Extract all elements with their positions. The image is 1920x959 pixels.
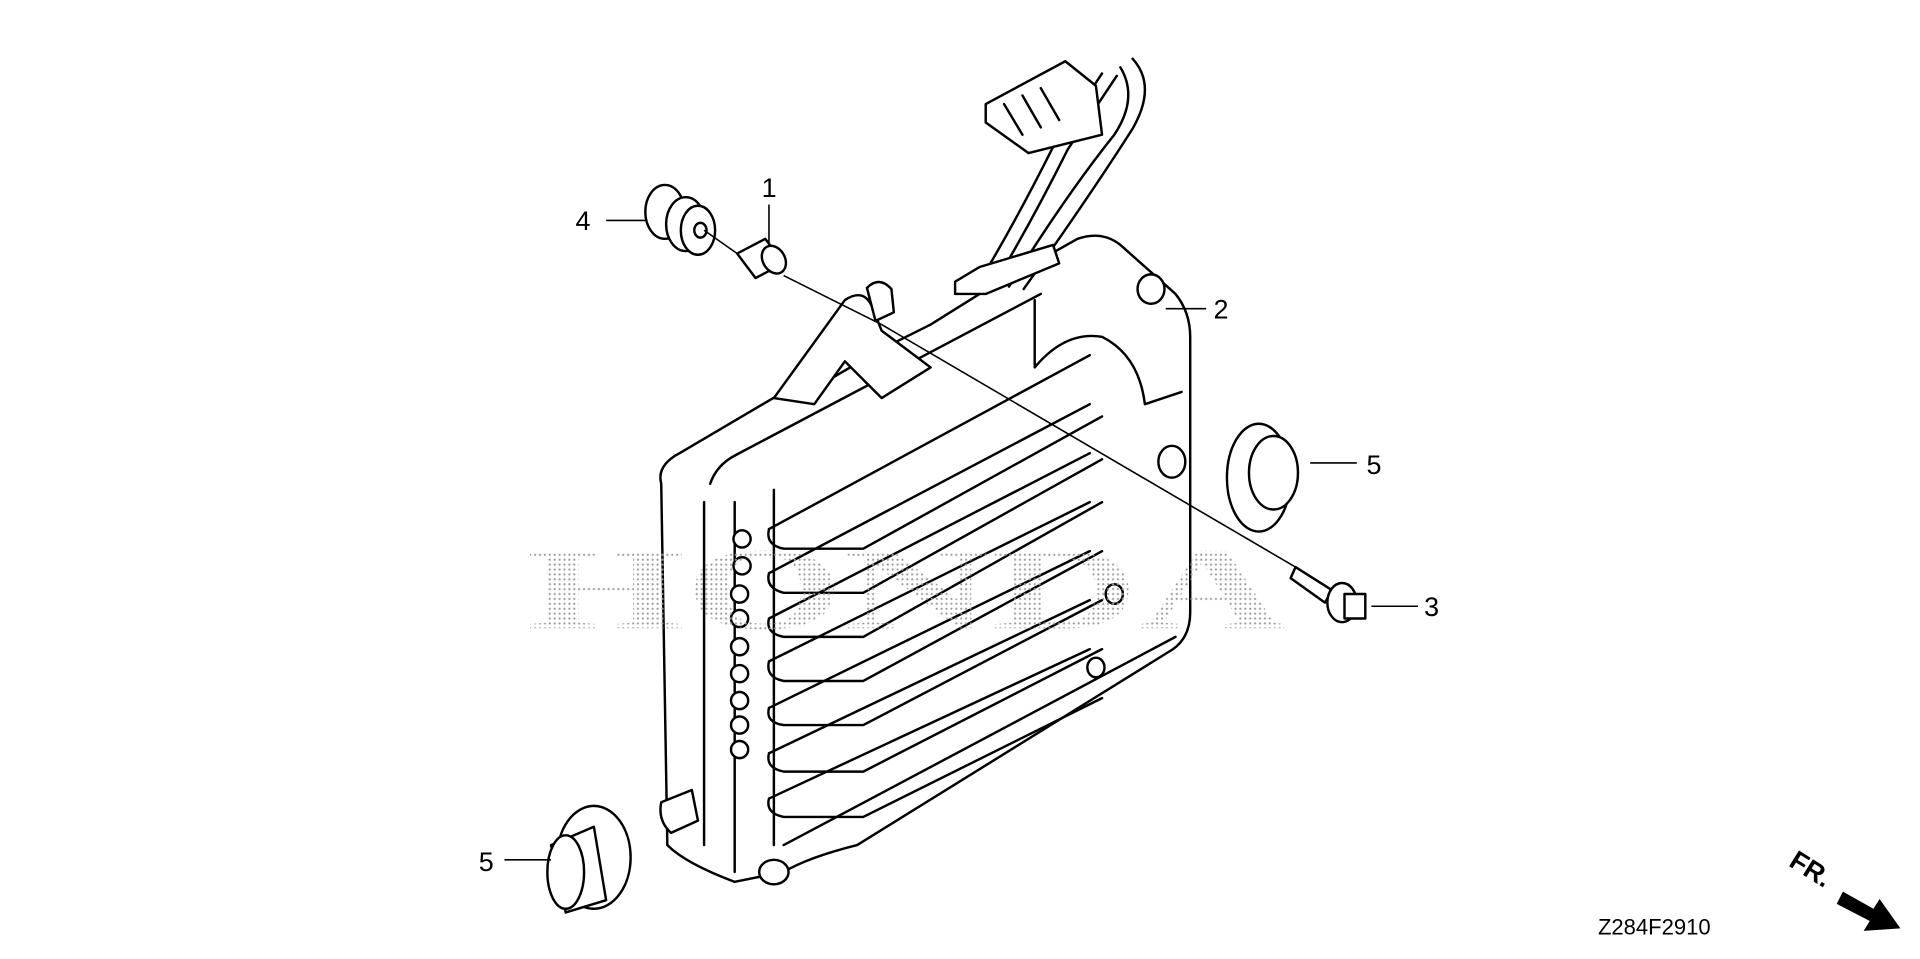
inverter-unit — [659, 234, 1192, 886]
callout-5-right[interactable]: 5 — [1367, 450, 1382, 480]
part-4-grommet — [644, 183, 717, 256]
rivets — [729, 529, 752, 760]
honda-watermark: HONDA — [527, 524, 1286, 654]
part-5-grommet-left — [546, 804, 632, 914]
part-3-bolt — [1289, 565, 1367, 624]
direction-arrow-icon — [1836, 891, 1901, 931]
part-1-collar — [735, 237, 788, 280]
connector — [984, 60, 1104, 155]
callout-4[interactable]: 4 — [576, 206, 591, 236]
part-5-grommet-right — [1225, 422, 1300, 533]
callout-3[interactable]: 3 — [1424, 592, 1439, 622]
callout-1[interactable]: 1 — [762, 173, 777, 203]
callout-5-left[interactable]: 5 — [479, 847, 494, 877]
leader-lines — [504, 204, 1418, 861]
wire-harness — [953, 57, 1146, 296]
cooling-fins — [767, 353, 1177, 847]
callout-2[interactable]: 2 — [1213, 294, 1228, 324]
part-code: Z284F2910 — [1598, 915, 1711, 940]
front-label: FR. — [1784, 845, 1837, 893]
front-direction-indicator: FR. — [1784, 845, 1901, 931]
